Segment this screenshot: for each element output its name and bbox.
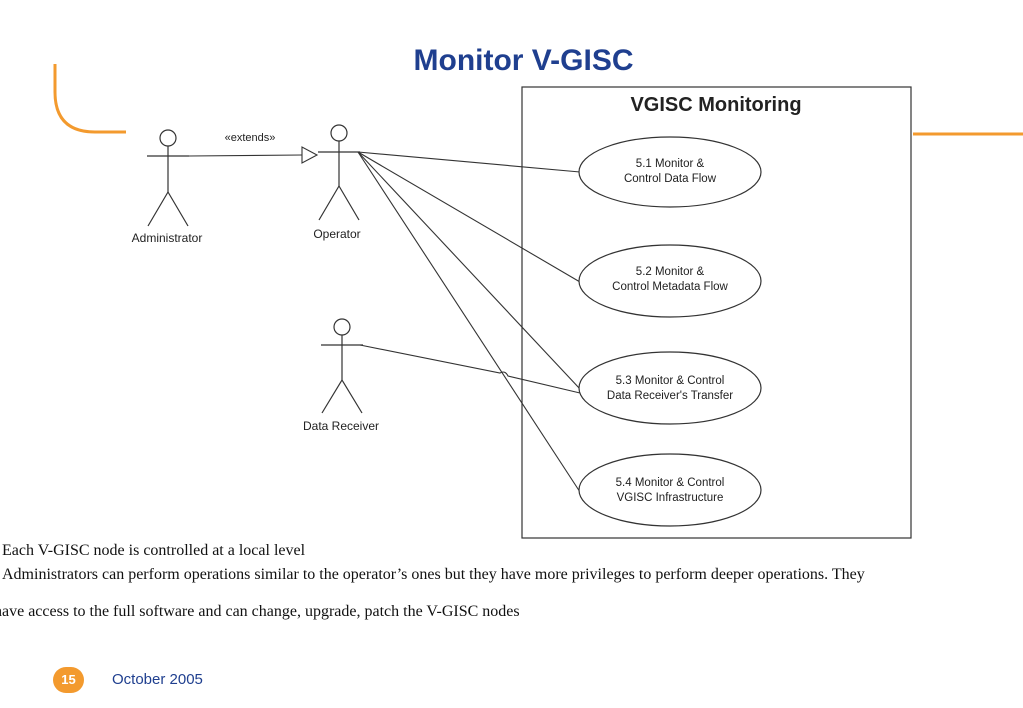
use-case-5-1-line1: 5.1 Monitor & (636, 158, 705, 170)
body-text-line-3: have access to the full software and can… (0, 603, 520, 620)
extends-label: «extends» (225, 132, 276, 144)
extends-relation (188, 146, 319, 164)
body-text-line-1: Each V-GISC node is controlled at a loca… (2, 542, 306, 559)
system-title: VGISC Monitoring (630, 94, 801, 116)
use-case-5-4: 5.4 Monitor & Control VGISC Infrastructu… (578, 453, 762, 527)
actor-operator (318, 124, 360, 221)
use-case-5-3: 5.3 Monitor & Control Data Receiver's Tr… (578, 351, 762, 425)
slide-title: Monitor V-GISC (413, 44, 634, 77)
body-text-line-2: Administrators can perform operations si… (2, 566, 865, 583)
use-case-5-2-line2: Control Metadata Flow (612, 281, 728, 293)
actor-label-operator: Operator (313, 227, 360, 241)
use-case-5-4-line2: VGISC Infrastructure (617, 492, 724, 504)
use-case-5-2: 5.2 Monitor & Control Metadata Flow (578, 244, 762, 318)
use-case-5-4-line1: 5.4 Monitor & Control (616, 477, 725, 489)
use-case-5-2-line1: 5.2 Monitor & (636, 266, 705, 278)
actor-data-receiver (321, 318, 363, 414)
decorative-orange-arc (53, 64, 126, 134)
data-receiver-association (359, 344, 581, 394)
use-case-5-3-line2: Data Receiver's Transfer (607, 390, 733, 402)
actor-label-data-receiver: Data Receiver (303, 419, 379, 433)
footer-date: October 2005 (112, 671, 203, 688)
use-case-5-1: 5.1 Monitor & Control Data Flow (578, 136, 762, 208)
use-case-5-1-line2: Control Data Flow (624, 173, 717, 185)
use-case-5-3-line1: 5.3 Monitor & Control (616, 375, 725, 387)
operator-associations (357, 151, 581, 493)
actor-label-administrator: Administrator (132, 231, 203, 245)
page-number-badge: 15 (53, 667, 84, 693)
actor-administrator (147, 129, 189, 227)
